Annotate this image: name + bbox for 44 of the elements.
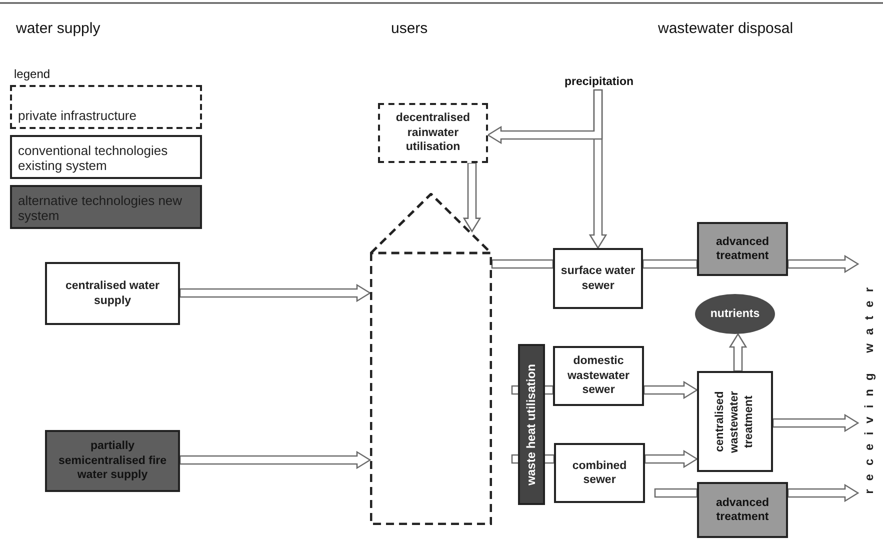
column-heading: users bbox=[391, 20, 428, 37]
house-outline bbox=[370, 193, 492, 525]
box-label: advanced treatment bbox=[714, 234, 770, 264]
hollow-pipe bbox=[642, 259, 698, 269]
hollow-arrow bbox=[728, 332, 748, 372]
hollow-arrow bbox=[772, 414, 860, 432]
process-box bbox=[697, 222, 788, 276]
box-label: decentralised rainwater utilisation bbox=[394, 111, 472, 155]
hollow-pipe bbox=[654, 488, 698, 498]
hollow-arrow bbox=[179, 450, 372, 470]
box-label: surface water sewer bbox=[560, 264, 636, 293]
process-box bbox=[553, 346, 644, 406]
process-box bbox=[697, 371, 773, 472]
hollow-pipe bbox=[491, 259, 554, 269]
process-box bbox=[378, 103, 488, 163]
legend-label: conventional technologies existing system bbox=[18, 142, 169, 174]
legend-label: private infrastructure bbox=[18, 108, 136, 124]
process-box bbox=[553, 248, 643, 309]
box-label: nutrients bbox=[709, 306, 761, 322]
hollow-arrow bbox=[787, 484, 860, 502]
box-label: waste heat utilisation bbox=[523, 364, 539, 486]
source-label: precipitation bbox=[558, 74, 640, 90]
column-heading: wastewater disposal bbox=[658, 20, 794, 37]
box-label: domestic wastewater sewer bbox=[566, 354, 630, 398]
legend-label: alternative technologies new system bbox=[18, 192, 184, 224]
hollow-arrow bbox=[462, 162, 482, 233]
column-heading: water supply bbox=[16, 20, 100, 37]
process-box bbox=[554, 443, 645, 503]
box-label: centralised wastewater treatment bbox=[713, 390, 756, 455]
hollow-arrow bbox=[486, 89, 603, 144]
hollow-arrow bbox=[787, 254, 860, 274]
process-box bbox=[45, 262, 180, 325]
box-label: partially semicentralised fire water supply bbox=[57, 439, 168, 483]
box-label: advanced treatment bbox=[714, 496, 770, 524]
legend-title: legend bbox=[14, 67, 50, 81]
hollow-arrow bbox=[643, 380, 698, 400]
hollow-arrow bbox=[644, 450, 698, 468]
process-box bbox=[697, 482, 788, 538]
hollow-arrow bbox=[179, 284, 372, 302]
process-box bbox=[45, 430, 180, 492]
box-label: combined sewer bbox=[571, 458, 628, 488]
process-bar bbox=[518, 344, 545, 505]
box-label: centralised water supply bbox=[64, 279, 160, 308]
outlet-label-text: receiving water bbox=[862, 278, 876, 494]
